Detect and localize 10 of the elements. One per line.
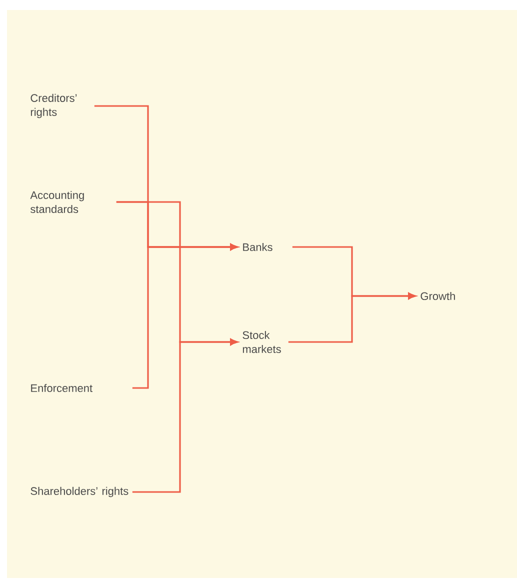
label-text: Stock markets bbox=[242, 330, 281, 354]
label-text: Creditors’ rights bbox=[30, 94, 77, 118]
label-text: Shareholders’ rights bbox=[30, 486, 128, 498]
label-text: Enforcement bbox=[31, 384, 92, 392]
label-text: Banks bbox=[243, 242, 272, 252]
arrow bbox=[288, 292, 416, 343]
label-text: Growth bbox=[420, 292, 455, 300]
arrow bbox=[132, 244, 238, 389]
label-text: Accounting standards bbox=[30, 190, 84, 214]
arrow bbox=[132, 338, 238, 493]
